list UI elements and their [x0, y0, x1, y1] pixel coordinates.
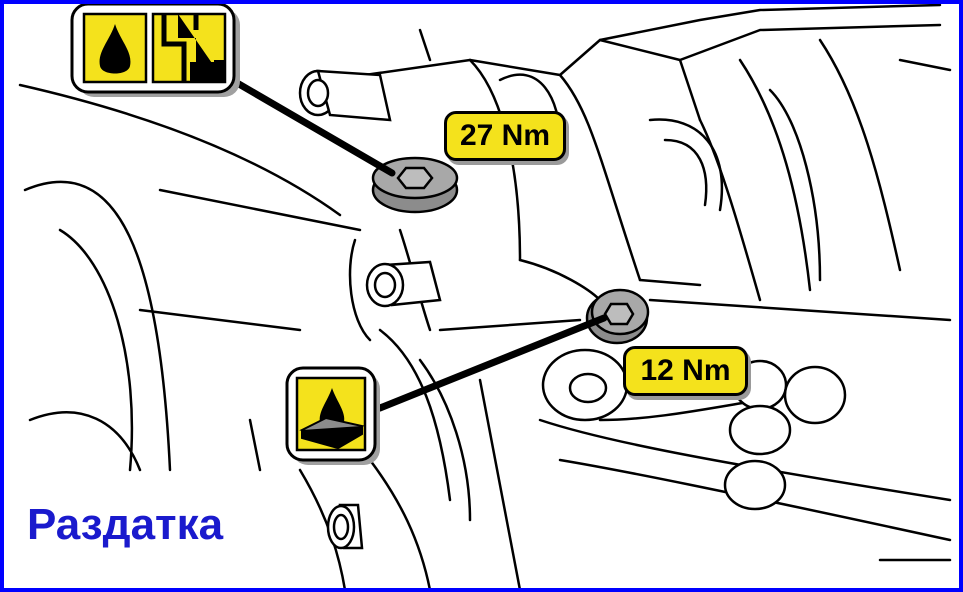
- sealant-apply-icon: [285, 366, 380, 465]
- torque-label-upper: 27 Nm: [444, 111, 566, 161]
- housing-outline: [18, 3, 952, 592]
- caption-title: Раздатка: [27, 500, 224, 549]
- oil-fill-level-icon: [70, 2, 240, 97]
- lower-boss: [326, 503, 364, 550]
- mid-boss: [365, 260, 442, 308]
- drain-plug: [585, 288, 650, 345]
- torque-label-lower: 12 Nm: [623, 346, 748, 396]
- upper-boss: [298, 69, 392, 122]
- leader-lines: [228, 76, 608, 412]
- fill-plug: [371, 156, 459, 214]
- cover-discs: [541, 348, 847, 511]
